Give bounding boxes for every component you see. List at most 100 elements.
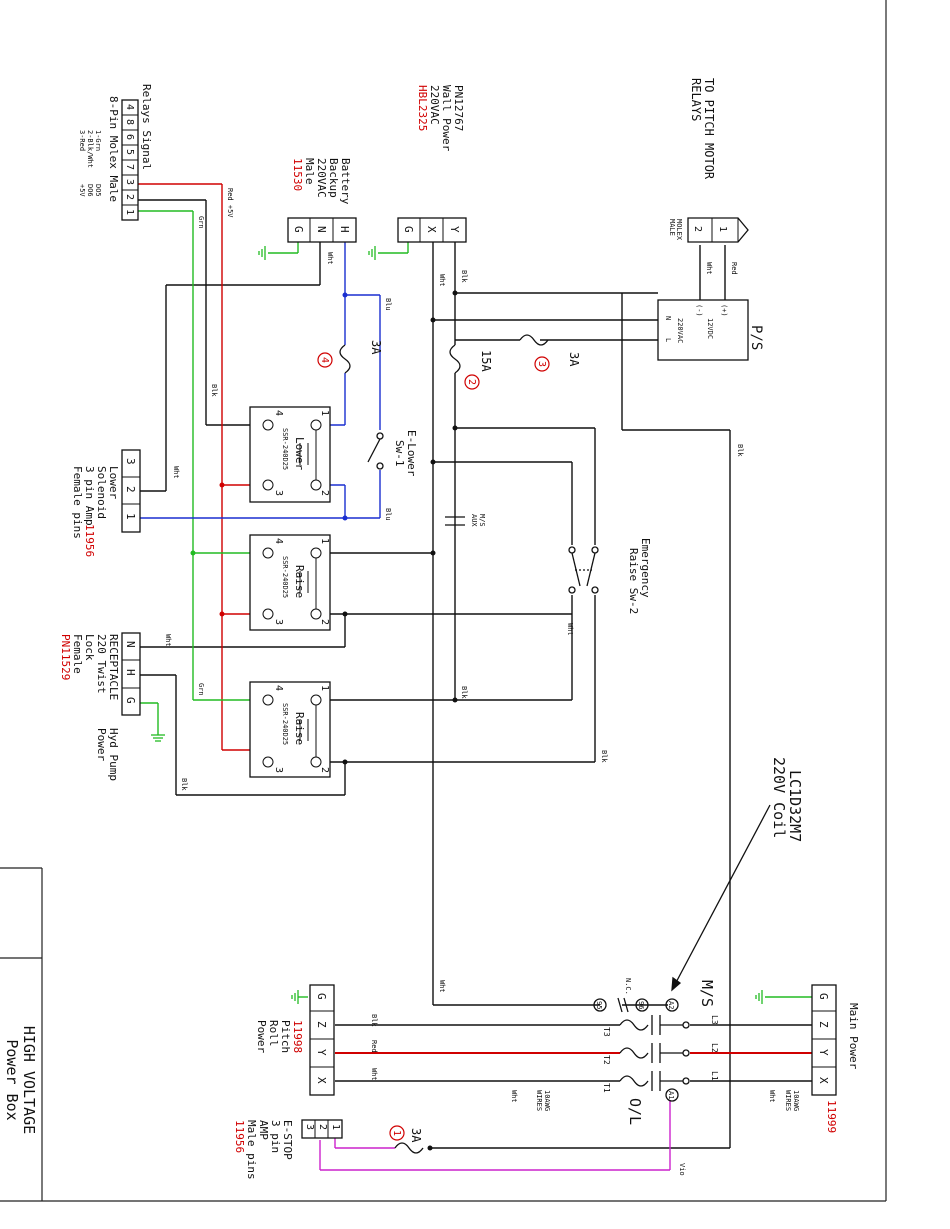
- tag-red2: Red: [370, 1040, 378, 1053]
- fuse2-label: 15A: [479, 350, 493, 372]
- estop-line3: AMP: [257, 1120, 270, 1140]
- tag-blk3: Blk: [460, 270, 468, 283]
- tag-blk5: Blk: [600, 750, 608, 763]
- tag-blk1: Blk: [210, 384, 218, 397]
- relays-title: Relays Signal: [140, 84, 153, 170]
- sol-line1: Lower: [107, 466, 120, 499]
- molex-connector: 1 2 MOLEX MALE TO PITCH MOTOR RELAYS: [668, 78, 749, 243]
- wall-label: Wall Power: [440, 85, 453, 152]
- rec-pn: PN11529: [59, 634, 72, 680]
- tag-wht8: Wht: [510, 1090, 518, 1103]
- pitch-line1: Pitch: [279, 1020, 292, 1053]
- relays-signal-connector: 4 8 6 5 7 3 2 1 Relays Signal 8-Pin Mole…: [78, 84, 153, 221]
- wall-pn: PN12767: [452, 85, 465, 131]
- ps-l: L: [664, 338, 672, 342]
- main-pin-z: Z: [817, 1021, 830, 1028]
- tag-wht9: Wht: [768, 1090, 776, 1103]
- relays-legend1: 1-Grn: [94, 130, 102, 151]
- emerg-label1: Emergency: [639, 538, 652, 598]
- ssr1-model: SSR-240D25: [281, 428, 289, 470]
- title-line1: HIGH VOLTAGE: [20, 1026, 38, 1134]
- molex-pin2: 2: [692, 226, 703, 232]
- ssr2-t2: 2: [319, 619, 330, 625]
- callout-circles: [317, 352, 550, 1141]
- rec-line2: 220 Twist: [95, 634, 108, 694]
- wire-tags: Red +5V Grn Grn Blk Blk Blk Blk Blk Blk …: [164, 188, 776, 1176]
- wall-pin-y: Y: [448, 226, 461, 233]
- main-pin-y: Y: [817, 1049, 830, 1056]
- ssr-raise-2: Raise SSR-240D25 1 2 4 3: [249, 681, 331, 778]
- pitch-line2: Roll: [267, 1020, 280, 1047]
- ms-label: M/S: [698, 980, 716, 1007]
- batt-pin-n: N: [315, 226, 328, 233]
- to-pitch-line2: RELAYS: [689, 78, 703, 121]
- t2: T2: [602, 1055, 611, 1065]
- estop-connector: 1 2 3 E-STOP 3 pin AMP Male pins 11956: [233, 1119, 343, 1180]
- estop-pn: 11956: [233, 1120, 246, 1153]
- relay-pin-6: 6: [124, 134, 135, 140]
- ps-n: N: [664, 316, 672, 320]
- tag-wht4: Wht: [164, 634, 172, 647]
- l1: L1: [710, 1071, 719, 1081]
- coil-label1: LC1D32M7: [786, 770, 804, 842]
- estop-line2: 3 pin: [269, 1120, 282, 1153]
- ssr2-t1: 1: [319, 538, 330, 544]
- sol-line3: 3 pin Amp: [83, 466, 96, 526]
- contactor-contacts: [593, 804, 771, 1102]
- estop-line4: Male pins: [245, 1120, 258, 1180]
- estop-pin2: 2: [317, 1124, 328, 1130]
- fuse1-label: 3A: [409, 1128, 423, 1143]
- ssr3-model: SSR-240D25: [281, 703, 289, 745]
- switches: [367, 432, 599, 594]
- rec-line3: Lock: [83, 634, 96, 661]
- tag-wht10: Wht: [705, 262, 713, 275]
- pitch-pn: 11998: [291, 1020, 304, 1053]
- estop-pin3: 3: [304, 1124, 315, 1130]
- ms-aux2: AUX: [470, 514, 478, 527]
- ssr2-t4: 4: [273, 538, 284, 544]
- junctions: [190, 290, 458, 1151]
- ms-96: 96: [637, 1001, 645, 1009]
- tag-red5: Red +5V: [226, 188, 234, 218]
- main-power-label: Main Power: [847, 1003, 860, 1070]
- pitch-pin-g: G: [315, 993, 328, 1000]
- molex-label2: MALE: [668, 219, 676, 236]
- sol-line4: Female pins: [71, 466, 84, 539]
- l2: L2: [710, 1043, 719, 1053]
- callout-2: 2: [466, 379, 477, 385]
- pitch-line3: Power: [255, 1020, 268, 1053]
- coil-label2: 220V Coil: [770, 757, 788, 838]
- tag-wht7: Wht: [370, 1068, 378, 1081]
- ssr1-t1: 1: [319, 410, 330, 416]
- relays-legend3: 3-Red: [78, 130, 86, 151]
- relays-do5: DO5: [94, 184, 102, 197]
- tag-blu1: Blu: [384, 298, 392, 311]
- tag-wht3: Wht: [172, 466, 180, 479]
- relay-pin-8: 8: [124, 119, 135, 125]
- batt-line3: 220VAC: [315, 158, 328, 198]
- component-labels: 3A 15A 3A 3A E-Lower Sw-1 Emergency Rais…: [369, 340, 804, 1143]
- batt-line1: Battery: [339, 158, 352, 205]
- callout-numbers: 4 2 3 1: [319, 357, 547, 1136]
- ol-label: O/L: [626, 1098, 644, 1125]
- ms-aux1: M/S: [478, 514, 486, 527]
- awg1b: WIRES: [784, 1090, 792, 1111]
- elower-label2: Sw-1: [393, 440, 406, 467]
- tag-blk6: Blk: [736, 444, 744, 457]
- sol-pn: 11956: [83, 524, 96, 557]
- wall-hbl: HBL2325: [416, 85, 429, 131]
- power-supply: P/S 12VDC 220VAC (+) (-) N L: [657, 299, 764, 361]
- ground-symbols: [151, 246, 763, 1004]
- wall-pin-g: G: [402, 226, 415, 233]
- relays-legend2: 2-Blk/Wht: [86, 130, 94, 168]
- molex-pin1: 1: [717, 226, 728, 232]
- pitch-pin-z: Z: [315, 1021, 328, 1028]
- title-line2: Power Box: [3, 1039, 21, 1120]
- ssr2-model: SSR-240D25: [281, 556, 289, 598]
- t1: T1: [602, 1083, 611, 1093]
- callout-1: 1: [391, 1130, 402, 1136]
- sol-pin2: 2: [124, 486, 137, 493]
- batt-pin-g: G: [292, 226, 305, 233]
- ps-minus: (-): [695, 304, 703, 317]
